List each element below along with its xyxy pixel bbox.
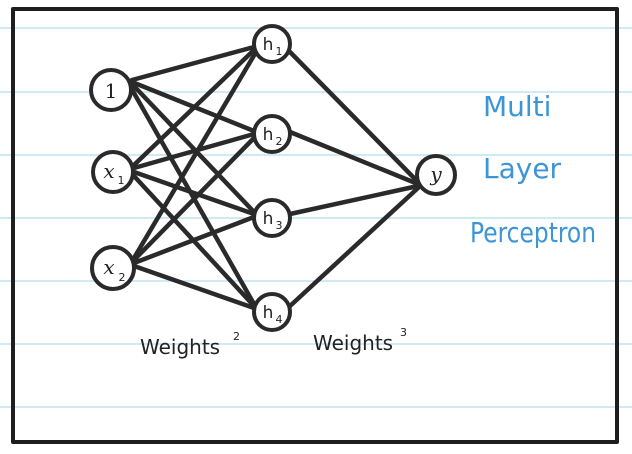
node-h3-label: h	[263, 209, 274, 229]
edge-bias-h3	[129, 81, 257, 215]
edges-weights-2	[127, 44, 259, 311]
node-h1	[252, 24, 292, 64]
node-h4	[252, 292, 292, 332]
node-h4-sub: 4	[276, 313, 283, 326]
weights-3-label: Weights	[313, 331, 393, 355]
node-h3	[252, 198, 292, 238]
node-x1-sub: 1	[118, 174, 125, 187]
node-h1-sub: 1	[276, 45, 283, 58]
diagram-frame	[11, 7, 619, 444]
node-x1	[91, 150, 135, 194]
edge-h1-y	[287, 49, 421, 185]
edge-x1-h2	[131, 131, 257, 171]
node-x2-sub: 2	[119, 271, 126, 284]
edges-weights-3	[287, 49, 421, 309]
edge-x2-h1	[131, 49, 259, 261]
weights-2-sup: 2	[233, 330, 240, 343]
edge-x2-h4	[131, 263, 257, 311]
edge-bias-h4	[127, 83, 257, 307]
weights-2-label: Weights	[140, 335, 220, 359]
node-x2-label: x	[103, 255, 114, 279]
node-x1-label: x	[103, 159, 114, 183]
node-h2-label: h	[263, 125, 274, 145]
node-y-label: y	[429, 162, 442, 186]
edge-bias-h1	[129, 44, 257, 83]
node-bias	[89, 68, 133, 112]
edge-x2-h2	[131, 134, 258, 263]
edge-x1-h1	[131, 47, 257, 168]
node-labels: 1 x 1 x 2 h 1 h 2 h 3 h 4 y	[103, 35, 442, 326]
edge-h3-y	[287, 183, 421, 217]
edge-x1-h3	[131, 169, 257, 217]
title-line-1: Multi	[483, 90, 551, 123]
diagram-title: Multi Layer Perceptron	[470, 90, 596, 249]
node-h4-label: h	[263, 303, 274, 323]
weights-3-sup: 3	[400, 326, 407, 339]
node-bias-label: 1	[105, 79, 118, 103]
node-x2	[90, 245, 136, 291]
weights-labels: Weights 2 Weights 3	[140, 326, 407, 359]
node-y	[415, 154, 457, 196]
edge-h4-y	[287, 185, 421, 309]
edge-x2-h3	[131, 214, 257, 266]
node-h1-label: h	[263, 35, 274, 55]
node-h2	[252, 114, 292, 154]
node-h2-sub: 2	[276, 135, 283, 148]
title-line-2: Layer	[483, 152, 562, 185]
edge-h2-y	[287, 129, 421, 187]
node-h3-sub: 3	[276, 219, 283, 232]
title-line-3: Perceptron	[470, 216, 596, 249]
nodes	[89, 24, 457, 332]
